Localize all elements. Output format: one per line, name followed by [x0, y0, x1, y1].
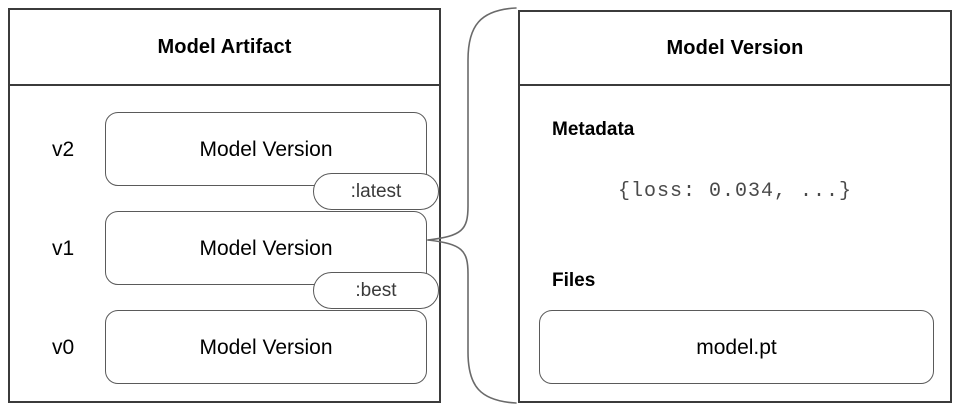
model-artifact-body: v2 Model Version v1 Model Version v0 Mod…	[10, 86, 439, 401]
model-version-header: Model Version	[520, 12, 950, 86]
version-box-label-v0: Model Version	[199, 335, 333, 359]
version-label-v0: v0	[52, 335, 75, 359]
metadata-heading: Metadata	[552, 119, 635, 140]
alias-tag-latest[interactable]: :latest	[313, 173, 439, 210]
model-artifact-title: Model Artifact	[157, 36, 292, 58]
version-box-v0[interactable]: Model Version	[105, 310, 427, 384]
alias-tag-latest-label: :latest	[350, 181, 402, 202]
file-name-label: model.pt	[696, 335, 777, 359]
brace-lower-arm	[427, 239, 517, 404]
model-artifact-header: Model Artifact	[10, 10, 439, 86]
version-box-label-v2: Model Version	[199, 137, 333, 161]
brace-upper-arm	[427, 7, 517, 241]
model-version-panel: Model Version Metadata {loss: 0.034, ...…	[518, 10, 952, 403]
alias-tag-best-label: :best	[355, 280, 397, 301]
model-artifact-panel: Model Artifact v2 Model Version v1 Model…	[8, 8, 441, 403]
metadata-value: {loss: 0.034, ...}	[617, 180, 853, 203]
version-label-v1: v1	[52, 236, 75, 260]
version-label-v2: v2	[52, 137, 75, 161]
model-version-body: Metadata {loss: 0.034, ...} Files model.…	[520, 86, 950, 401]
alias-tag-best[interactable]: :best	[313, 272, 439, 309]
file-box-model-pt[interactable]: model.pt	[539, 310, 934, 384]
model-version-title: Model Version	[666, 37, 804, 59]
version-box-label-v1: Model Version	[199, 236, 333, 260]
version-row[interactable]: v0 Model Version	[10, 310, 439, 384]
files-heading: Files	[552, 270, 596, 291]
